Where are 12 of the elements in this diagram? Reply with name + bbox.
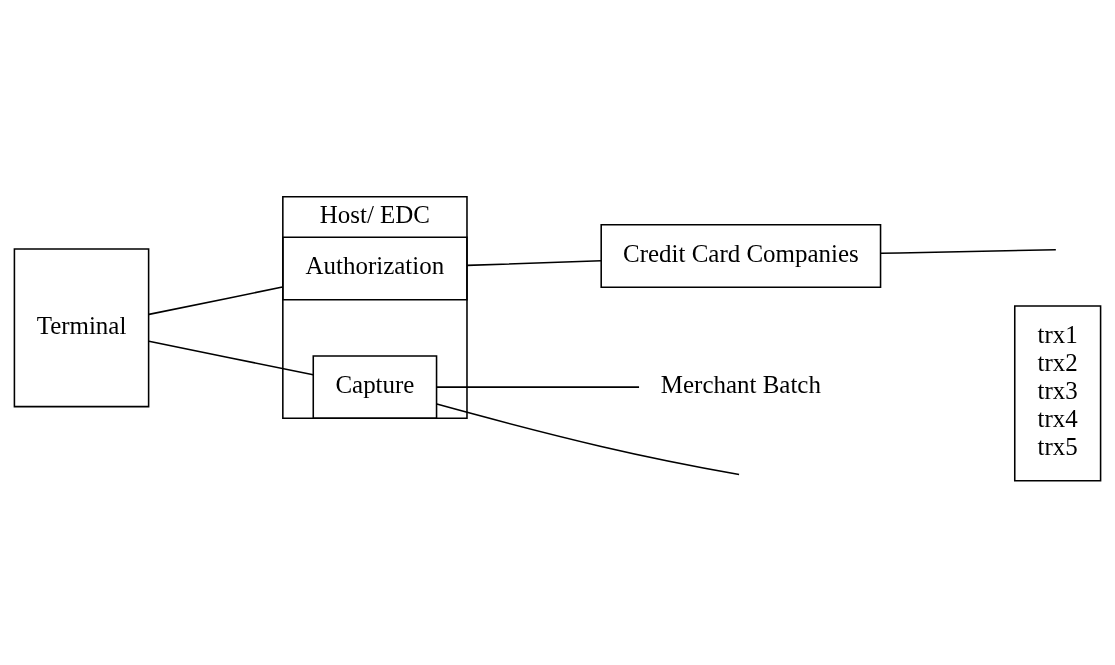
node-box: Capture — [312, 355, 438, 420]
node-box: Credit Card Companies — [600, 224, 882, 288]
connector — [436, 403, 740, 476]
node-box: trx1 trx2 trx3 trx4 trx5 — [1014, 305, 1102, 482]
node-box: Authorization — [282, 236, 468, 301]
connector — [880, 249, 1057, 255]
connector — [466, 260, 602, 267]
connector — [148, 286, 284, 316]
connector — [436, 386, 640, 388]
node-text: Merchant Batch — [660, 371, 821, 399]
node-box: Terminal — [13, 248, 150, 408]
connector — [148, 340, 314, 376]
